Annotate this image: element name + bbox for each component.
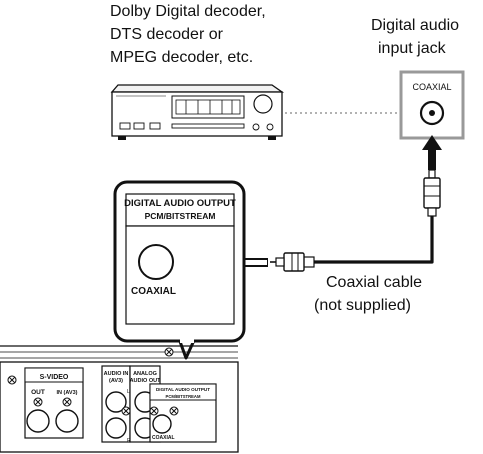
audio-in-l-label: L (127, 389, 130, 395)
callout-bubble: DIGITAL AUDIO OUTPUT PCM/BITSTREAM COAXI… (113, 180, 246, 360)
input-jack-coaxial-label: COAXIAL (412, 82, 451, 92)
cable-label-line2: (not supplied) (314, 297, 411, 314)
svideo-in-label: IN (AV3) (57, 390, 78, 396)
callout-title: DIGITAL AUDIO OUTPUT (124, 198, 236, 209)
analog-label: ANALOG (133, 371, 157, 377)
rear-pcm-label: PCM/BITSTREAM (166, 394, 201, 399)
audio-in-label: AUDIO IN (104, 371, 129, 377)
decoder-label-line3: MPEG decoder, etc. (110, 49, 254, 66)
callout-coaxial-label: COAXIAL (131, 286, 176, 297)
rear-coaxial-jack-icon (152, 414, 172, 434)
input-jack-label-line1: Digital audio (371, 17, 460, 34)
decoder-label-line1: Dolby Digital decoder, (110, 3, 266, 20)
coaxial-cable (314, 216, 434, 264)
volume-knob-icon (253, 94, 273, 114)
rca-plug-horizontal-icon (270, 252, 315, 272)
rear-panel: S-VIDEO OUT IN (AV3) AUDIO IN (AV3) L R … (0, 345, 239, 453)
decoder-label-line2: DTS decoder or (110, 26, 223, 43)
decoder-unit (110, 84, 285, 140)
audio-in-r-label: R (127, 438, 131, 444)
audio-out-label: AUDIO OUT (130, 378, 162, 384)
up-arrow-icon (422, 135, 442, 170)
svideo-out-label: OUT (31, 389, 45, 396)
rca-plug-vertical-icon (423, 169, 441, 217)
audio-in-av3-label: (AV3) (109, 378, 123, 384)
rear-coaxial-label: COAXIAL (152, 435, 175, 441)
cable-label-line1: Coaxial cable (326, 274, 423, 291)
input-jack-panel: COAXIAL (399, 70, 465, 140)
callout-subtitle: PCM/BITSTREAM (145, 211, 216, 221)
callout-coaxial-jack-icon (138, 244, 174, 280)
rear-digital-out-label: DIGITAL AUDIO OUTPUT (156, 387, 210, 392)
svideo-label: S-VIDEO (40, 374, 69, 381)
input-jack-label-line2: input jack (378, 40, 446, 57)
